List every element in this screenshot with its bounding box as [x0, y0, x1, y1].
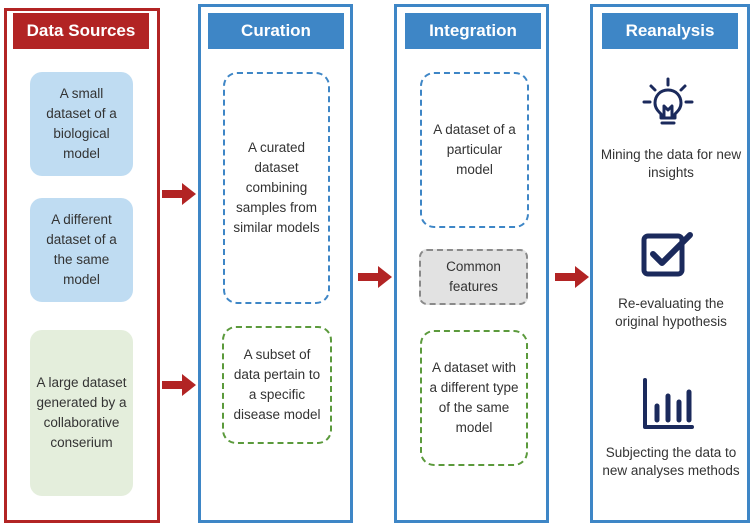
source-box-different-dataset: A different dataset of a the same model: [30, 198, 133, 302]
data-sources-column: [4, 8, 160, 523]
reanalysis-caption-subjecting: Subjecting the data to new analyses meth…: [602, 445, 740, 478]
source-box-large-dataset: A large dataset generated by a collabora…: [30, 330, 133, 496]
checkbox-icon: [641, 232, 693, 277]
arrow-integration-to-reanalysis: [555, 266, 589, 288]
curation-header: Curation: [208, 13, 344, 49]
reanalysis-header: Reanalysis: [602, 13, 738, 49]
arrow-sources-to-curation-top: [162, 183, 196, 205]
integration-box-different-type: A dataset with a different type of the s…: [420, 330, 528, 466]
reanalysis-caption-reevaluating: Re-evaluating the original hypothesis: [615, 296, 727, 329]
bar-chart-icon: [643, 378, 694, 429]
source-box-small-dataset: A small dataset of a biological model: [30, 72, 133, 176]
curation-column: [198, 4, 353, 523]
curation-box-subset: A subset of data pertain to a specific d…: [222, 326, 332, 444]
integration-header: Integration: [405, 13, 541, 49]
reanalysis-column: [590, 4, 750, 523]
arrow-curation-to-integration: [358, 266, 392, 288]
integration-box-common-features: Common features: [419, 249, 528, 305]
arrow-sources-to-curation-bottom: [162, 374, 196, 396]
integration-column: [394, 4, 549, 523]
reanalysis-caption-mining: Mining the data for new insights: [600, 147, 742, 180]
integration-box-particular-model: A dataset of a particular model: [420, 72, 529, 228]
curation-box-curated-dataset: A curated dataset combining samples from…: [223, 72, 330, 304]
lightbulb-icon: [642, 77, 694, 125]
data-sources-header: Data Sources: [13, 13, 149, 49]
